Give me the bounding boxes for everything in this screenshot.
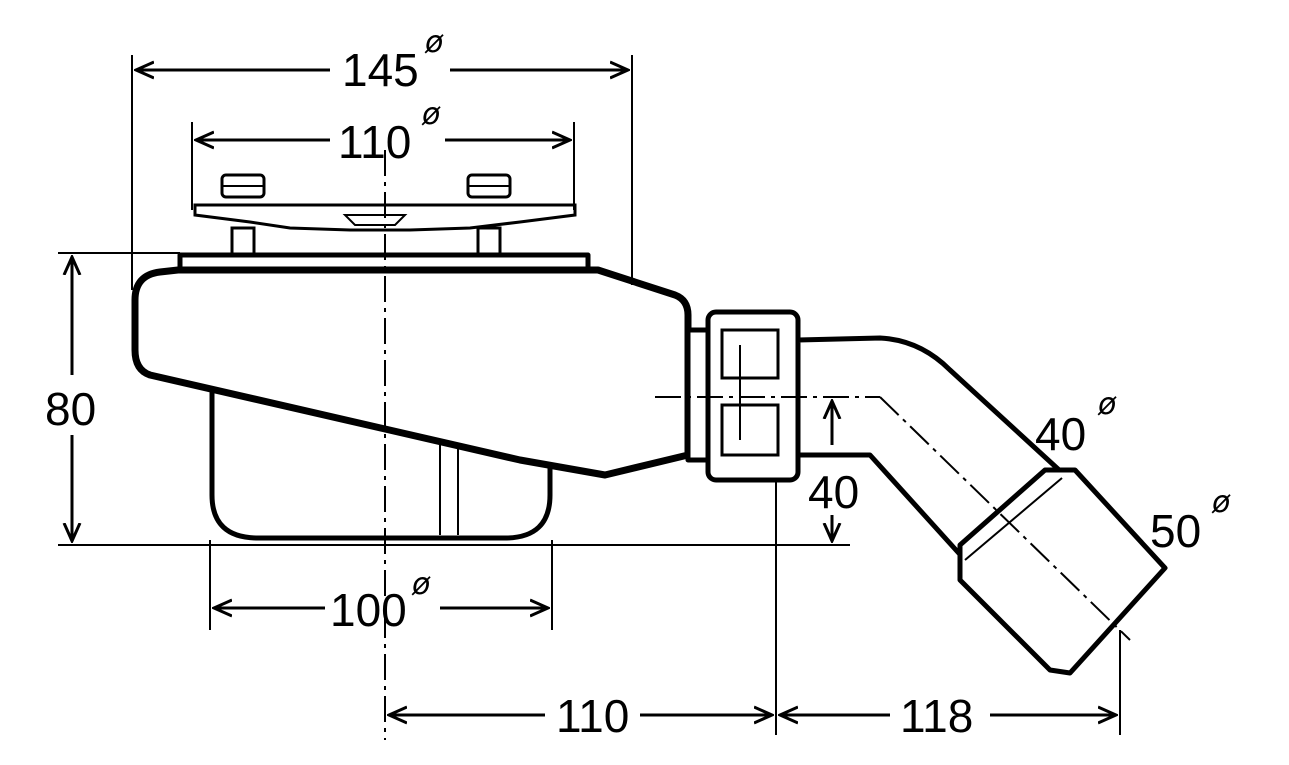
- dim-110-grate-diameter-symbol: ø: [421, 97, 441, 132]
- dim-100-value: 100: [330, 584, 407, 636]
- dim-40-pipe-value: 40: [1035, 408, 1086, 460]
- dim-40-height-value: 40: [808, 466, 859, 518]
- dim-118-value: 118: [900, 690, 973, 742]
- dim-50-diameter-symbol: ø: [1211, 485, 1231, 520]
- dim-145-value: 145: [342, 44, 419, 96]
- drain-bowl: [209, 379, 553, 541]
- dim-40-pipe-diameter-symbol: ø: [1097, 387, 1117, 422]
- dim-50-value: 50: [1150, 505, 1201, 557]
- dimension-lines: [58, 55, 1121, 735]
- dim-145-diameter-symbol: ø: [424, 25, 444, 60]
- dim-110-grate-value: 110: [338, 116, 411, 168]
- dim-100-diameter-symbol: ø: [411, 567, 431, 602]
- socket-join-line: [964, 477, 1063, 561]
- outlet-axis-diagonal: [879, 396, 1131, 641]
- screw-left: [220, 173, 266, 258]
- dim-110-offset-value: 110: [556, 690, 629, 742]
- drain-assembly: [131, 150, 1168, 740]
- drain-housing: [131, 266, 692, 479]
- dimension-labels: 145 ø 110 ø 100 ø 80 40 40 ø 50 ø 110 11…: [45, 25, 1231, 742]
- screw-right: [466, 173, 512, 258]
- grate-plate: [193, 203, 577, 232]
- dim-80-value: 80: [45, 383, 96, 435]
- grate-center-slot: [342, 214, 408, 226]
